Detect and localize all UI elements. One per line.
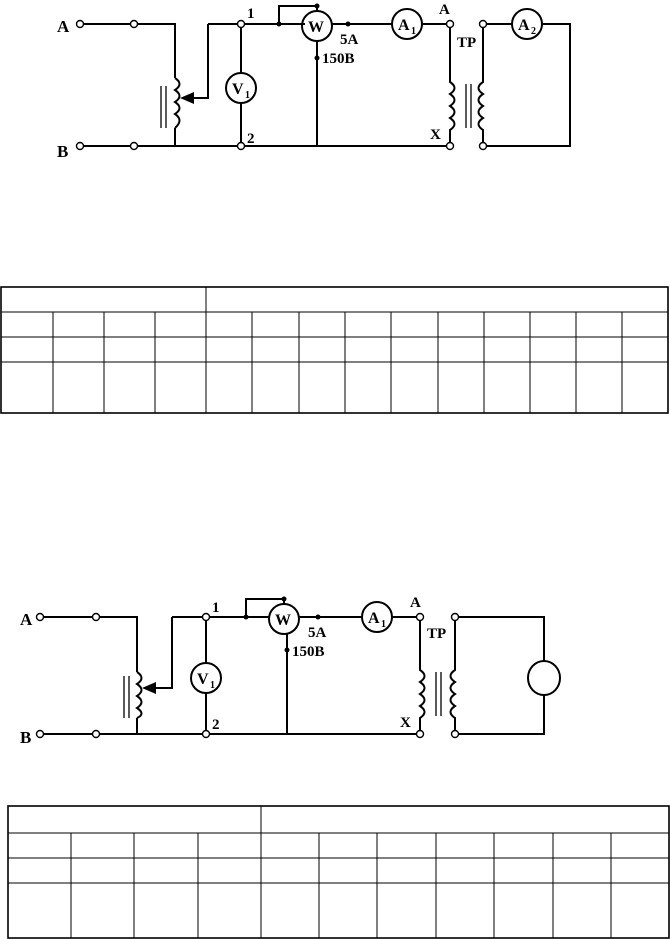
transformer-icon bbox=[418, 617, 457, 734]
voltmeter-sub: 1 bbox=[245, 90, 250, 101]
voltage-rating: 150B bbox=[322, 51, 355, 67]
lamp-load-icon bbox=[527, 660, 561, 696]
voltmeter-label: V bbox=[232, 81, 244, 98]
wire-secondary bbox=[483, 23, 571, 147]
wire-wattmeter-loop bbox=[245, 598, 285, 617]
terminals-bottom bbox=[35, 596, 460, 739]
autotransformer-icon bbox=[123, 617, 173, 719]
transformer-label: TP bbox=[427, 626, 446, 642]
voltmeter-sub: 1 bbox=[210, 680, 215, 691]
wire-input-top bbox=[80, 23, 176, 78]
input-label-b: B bbox=[20, 728, 31, 747]
transformer-label: TP bbox=[457, 35, 476, 51]
winding-label-x: X bbox=[400, 715, 411, 731]
voltmeter-v1-icon: V 1 bbox=[225, 72, 257, 104]
ammeter-1-sub: 1 bbox=[411, 26, 416, 37]
input-label-a: A bbox=[57, 17, 70, 36]
wattmeter-icon: W bbox=[268, 603, 300, 635]
ammeter-1-sub: 1 bbox=[381, 619, 386, 630]
node-label-1: 1 bbox=[247, 6, 255, 22]
input-label-b: B bbox=[57, 142, 68, 161]
node-label-1: 1 bbox=[212, 600, 220, 616]
node-label-2: 2 bbox=[212, 717, 220, 733]
ammeter-1-label: A bbox=[398, 17, 410, 34]
ammeter-a2-icon: A 2 bbox=[511, 8, 543, 40]
ammeter-2-sub: 2 bbox=[531, 26, 536, 37]
winding-label-a: A bbox=[410, 595, 421, 611]
node-label-2: 2 bbox=[247, 131, 255, 147]
current-rating: 5A bbox=[308, 625, 327, 641]
table-bottom-columns bbox=[70, 833, 612, 938]
wire-wattmeter-loop bbox=[278, 5, 318, 24]
wire-secondary bbox=[455, 616, 545, 735]
wattmeter-label: W bbox=[308, 19, 324, 36]
current-rating: 5A bbox=[340, 32, 359, 48]
voltmeter-label: V bbox=[197, 671, 209, 688]
wire-input-top bbox=[40, 616, 138, 672]
voltmeter-v1-icon: V 1 bbox=[190, 662, 222, 694]
input-label-a: A bbox=[20, 610, 33, 629]
autotransformer-icon bbox=[160, 24, 209, 129]
winding-label-x: X bbox=[430, 127, 441, 143]
winding-label-a: A bbox=[439, 2, 450, 18]
wattmeter-label: W bbox=[275, 612, 291, 629]
transformer-icon bbox=[448, 24, 485, 146]
ammeter-2-label: A bbox=[518, 17, 530, 34]
terminals-top bbox=[75, 3, 488, 151]
table-top-columns bbox=[52, 312, 623, 413]
voltage-rating: 150B bbox=[292, 644, 325, 660]
ammeter-1-label: A bbox=[368, 610, 380, 627]
